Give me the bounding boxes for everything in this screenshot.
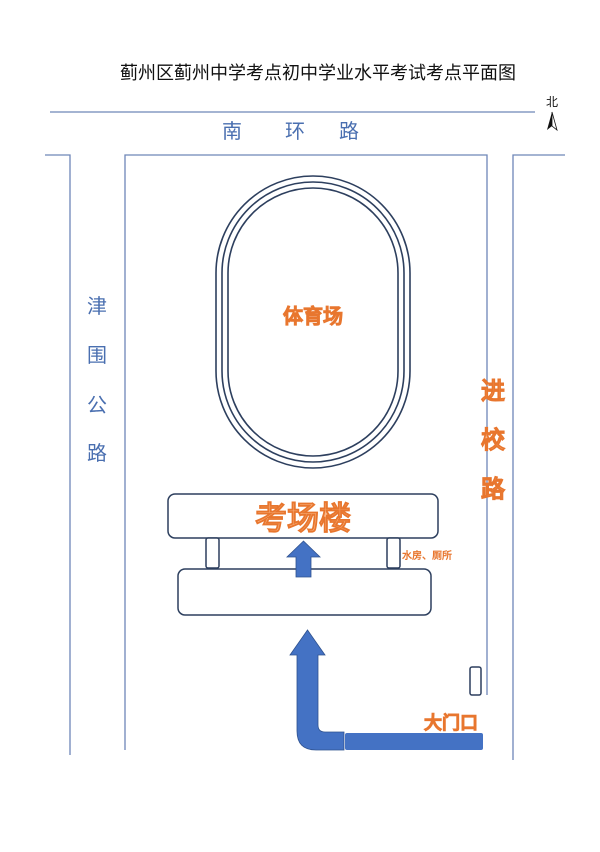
svg-text:环: 环	[285, 119, 305, 143]
stadium-track: 体育场	[215, 175, 411, 469]
svg-text:公: 公	[87, 393, 107, 417]
svg-text:校: 校	[481, 426, 506, 454]
route-arrow-icon	[289, 629, 345, 751]
jinxiao-road-label: 进 校 路	[481, 377, 507, 504]
svg-text:津: 津	[87, 294, 107, 318]
svg-text:进: 进	[481, 377, 505, 405]
svg-text:路: 路	[339, 119, 359, 143]
north-arrow-icon	[547, 112, 552, 130]
stadium-label: 体育场	[283, 304, 343, 328]
route-path	[345, 733, 483, 750]
main-gate-label: 大门口	[424, 712, 478, 734]
svg-text:围: 围	[87, 343, 107, 367]
exam-building-label: 考场楼	[255, 499, 351, 537]
connector-left	[205, 537, 220, 569]
facilities-label: 水房、厕所	[401, 549, 452, 562]
map-title: 蓟州区蓟州中学考点初中学业水平考试考点平面图	[120, 63, 516, 84]
svg-text:南: 南	[222, 119, 242, 143]
up-arrow-icon	[286, 540, 321, 578]
jinwei-road-label: 津 围 公 路	[87, 294, 107, 465]
north-indicator: 北	[546, 95, 558, 132]
svg-text:路: 路	[481, 475, 506, 503]
exam-building: 考场楼	[167, 493, 439, 539]
road-lines	[45, 111, 565, 760]
north-label: 北	[546, 95, 558, 109]
gate-post	[469, 666, 482, 696]
south-ring-road-label: 南 环 路	[222, 119, 359, 143]
connector-right	[386, 537, 401, 569]
svg-text:路: 路	[87, 441, 107, 465]
